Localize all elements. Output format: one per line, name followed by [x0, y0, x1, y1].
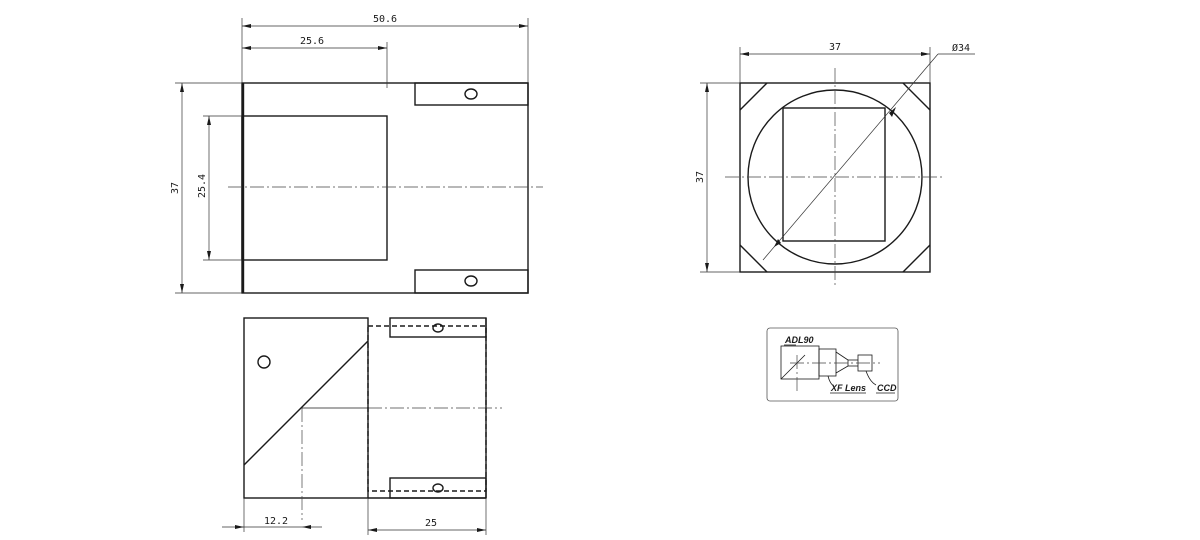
- dim-arrow: [302, 525, 311, 529]
- dim-arrow: [242, 46, 251, 50]
- side-lower-hole: [432, 483, 444, 493]
- dim-arrow: [378, 46, 387, 50]
- front-lower-tab: [414, 269, 529, 294]
- dim-line-diameter: [762, 53, 939, 261]
- dim-label-end-width: 37: [829, 42, 841, 53]
- legend-ccd-label: CCD: [877, 383, 897, 393]
- front-view: 50.6 25.6 37 25.4: [170, 14, 543, 294]
- side-lower-tab: [389, 477, 487, 499]
- dim-arrow: [180, 284, 184, 293]
- dim-arrow: [242, 24, 251, 28]
- dim-label-tube-length: 25.6: [300, 36, 324, 47]
- front-upper-hole: [464, 88, 478, 100]
- dim-arrow: [889, 107, 896, 117]
- dim-label-height: 37: [170, 182, 181, 194]
- legend-ccd-leader: [865, 370, 877, 386]
- end-body-outline: [739, 82, 931, 273]
- end-inner-window: [782, 107, 886, 242]
- side-upper-hole: [432, 323, 444, 333]
- dim-arrow: [235, 525, 244, 529]
- front-bore: [241, 115, 388, 261]
- legend-adapter-label: ADL90: [784, 335, 814, 345]
- dim-arrow: [207, 116, 211, 125]
- legend-mirror: [780, 354, 806, 380]
- legend-lens-label: XF Lens: [830, 383, 866, 393]
- end-chamfer: [739, 82, 768, 111]
- dim-label-diameter: Ø34: [952, 42, 970, 54]
- front-lower-hole: [464, 275, 478, 287]
- dim-arrow: [368, 528, 377, 532]
- end-chamfer: [902, 244, 931, 273]
- dim-label-offset: 12.2: [264, 516, 288, 527]
- end-view: 37 37 Ø34: [695, 42, 975, 287]
- side-mirror-diagonal: [243, 340, 369, 466]
- dim-arrow: [740, 52, 749, 56]
- side-hidden-tube: [367, 325, 487, 492]
- dim-label-end-height: 37: [695, 171, 706, 183]
- dim-label-total-length: 50.6: [373, 14, 397, 25]
- dim-arrow: [774, 239, 781, 247]
- dim-arrow: [477, 528, 486, 532]
- side-view: 12.2 25: [222, 317, 502, 535]
- legend-lens-leader: [827, 375, 835, 387]
- dim-arrow: [705, 263, 709, 272]
- dim-label-bore: 25.4: [197, 174, 208, 198]
- end-chamfer: [739, 244, 768, 273]
- end-chamfer: [902, 82, 931, 111]
- front-body-outline: [241, 82, 529, 294]
- dim-arrow: [180, 83, 184, 92]
- side-mount-hole: [257, 355, 271, 369]
- dim-arrow: [207, 251, 211, 260]
- dim-arrow: [921, 52, 930, 56]
- dim-label-side-tube: 25: [425, 518, 437, 529]
- side-upper-tab: [389, 317, 487, 338]
- legend-schematic: ADL90 XF Lens CCD: [766, 327, 899, 402]
- dim-arrow: [705, 83, 709, 92]
- front-upper-tab: [414, 82, 529, 106]
- dim-arrow: [519, 24, 528, 28]
- legend-lens: [818, 348, 837, 377]
